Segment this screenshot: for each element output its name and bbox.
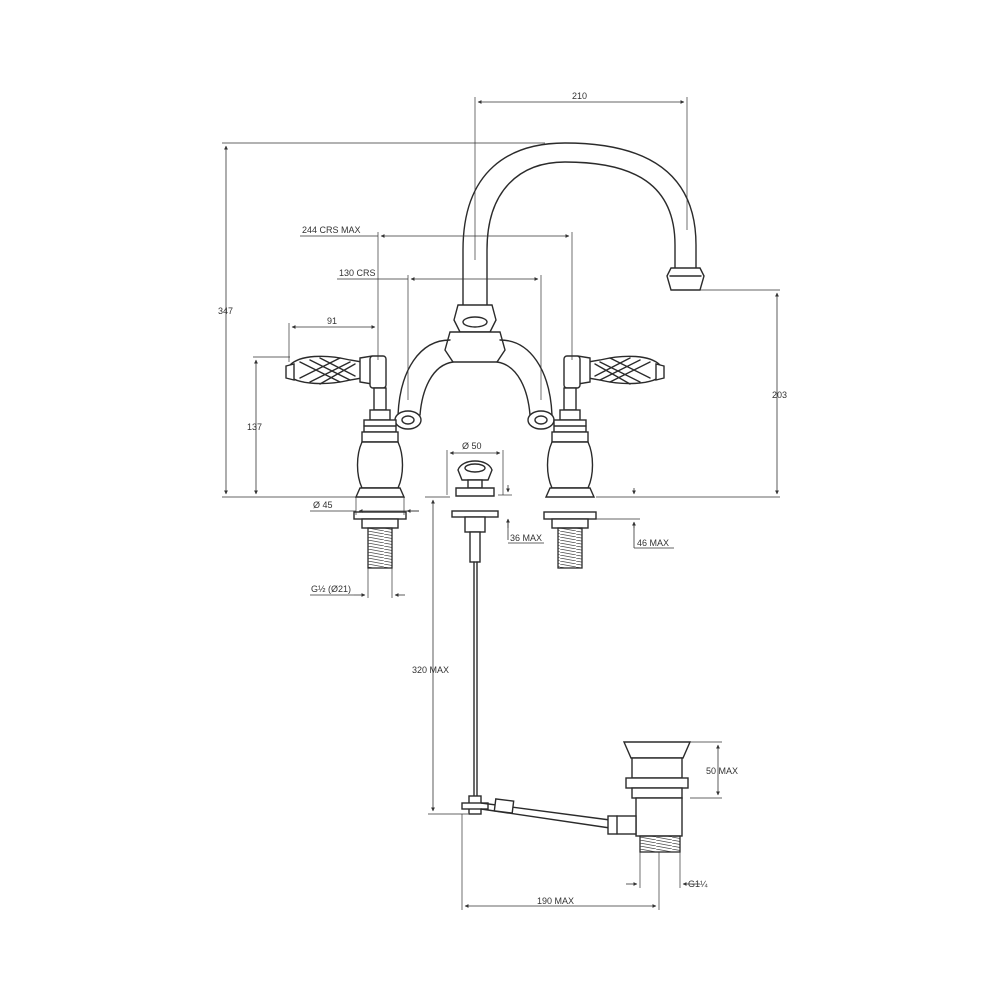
right-valve [543,355,665,569]
left-valve [285,355,407,569]
label-base-diameter: Ø 45 [313,500,333,510]
label-g1-quarter: G1¼ [688,879,708,889]
spout [462,142,705,306]
label-waste-diameter: Ø 50 [462,441,482,451]
label-137: 137 [247,422,262,432]
label-36-max: 36 MAX [510,533,542,543]
label-50-max: 50 MAX [706,766,738,776]
label-130-crs: 130 CRS [339,268,376,278]
label-203: 203 [772,390,787,400]
label-320-max: 320 MAX [412,665,449,675]
waste-body [607,741,692,853]
label-190-max: 190 MAX [537,896,574,906]
label-347: 347 [218,306,233,316]
dimension-lines [222,97,780,910]
spout-collar [444,304,506,363]
label-210: 210 [572,91,587,101]
popup-knob [451,460,611,829]
label-46-max: 46 MAX [637,538,669,548]
label-91: 91 [327,316,337,326]
bridge-arch [394,339,555,430]
label-244-crs-max: 244 CRS MAX [302,225,361,235]
label-thread-size: G½ (Ø21) [311,584,351,594]
